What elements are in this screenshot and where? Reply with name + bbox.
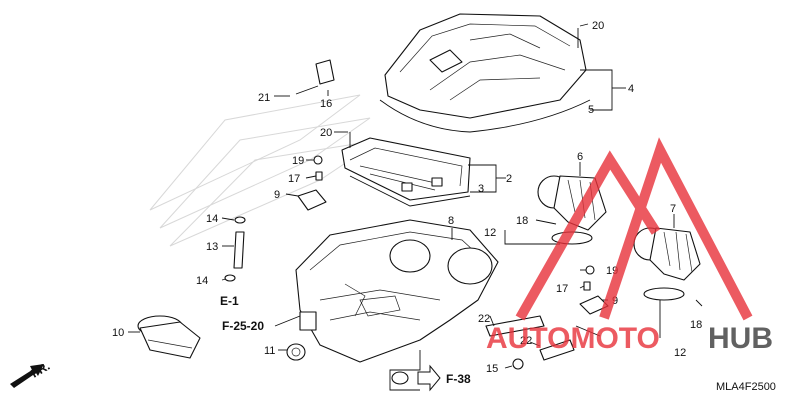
callout-14-upper: 14: [206, 213, 218, 225]
automotohub-watermark: AUTOMOTO HUB: [486, 137, 773, 355]
callout-2: 2: [506, 173, 512, 185]
callout-5: 5: [588, 104, 594, 116]
fr-label: FR.: [29, 359, 53, 381]
bolt-19: [313, 155, 323, 165]
callout-12-upper: 12: [484, 227, 496, 239]
callout-7: 7: [670, 203, 676, 215]
callout-18-upper: 18: [516, 215, 528, 227]
plate-9-left: [297, 189, 327, 211]
grommet-f38: [391, 371, 409, 385]
callout-9-right: 9: [612, 295, 618, 307]
callout-17-left: 17: [288, 173, 300, 185]
callout-18-lower: 18: [690, 319, 702, 331]
callout-13: 13: [206, 241, 218, 253]
callout-16: 16: [320, 98, 332, 110]
callout-20-left: 20: [320, 127, 332, 139]
callout-22-upper: 22: [478, 313, 490, 325]
funnel-duct-7: [633, 227, 701, 281]
watermark-brand-a: AUTOMOTO: [486, 322, 660, 355]
callout-19-left: 19: [292, 155, 304, 167]
wm-triangle-right: [599, 137, 753, 321]
leader-lines: [128, 23, 703, 391]
callout-22-lower: 22: [520, 335, 532, 347]
callout-10: 10: [112, 327, 124, 339]
watermark-logo-icon: [515, 137, 753, 321]
fastener-16: [315, 59, 335, 85]
tube-22b: [539, 339, 575, 361]
ref-f-25-20: F-25-20: [222, 319, 264, 333]
callout-3: 3: [478, 183, 484, 195]
callout-21: 21: [258, 92, 270, 104]
callout-11: 11: [264, 345, 275, 357]
air-cleaner-housing: [295, 219, 499, 363]
callout-6: 6: [577, 151, 583, 163]
callout-8: 8: [448, 215, 454, 227]
collar-17: [315, 171, 323, 181]
f38-arrow-icon: [417, 364, 441, 392]
tube-22a: [485, 315, 545, 337]
front-direction-arrow: FR.: [10, 359, 52, 388]
bolt-19b: [585, 265, 595, 275]
grommet-11: [286, 343, 306, 361]
callout-14-lower: 14: [196, 275, 208, 287]
air-filter-element: [341, 137, 471, 207]
drain-tube-13: [224, 216, 246, 282]
clamp-12-lower: [643, 287, 685, 301]
callout-17-right: 17: [556, 283, 568, 295]
intake-boot-10: [137, 315, 201, 359]
callout-9-left: 9: [274, 189, 280, 201]
background-wing-logo: [149, 94, 381, 247]
callout-12-lower: 12: [674, 347, 686, 359]
callout-20-top: 20: [592, 20, 604, 32]
clip-15: [512, 358, 524, 370]
watermark-brand-b: HUB: [708, 322, 773, 355]
callout-labels: 2 3 4 5 6 7 8 9 9 10 11 12 12 13 14 14 1…: [112, 20, 702, 375]
air-cleaner-cover: [379, 13, 591, 133]
callout-15: 15: [486, 363, 498, 375]
ref-f-38: F-38: [446, 372, 471, 386]
collar-17b: [583, 281, 591, 291]
diagram-code: MLA4F2500: [716, 381, 776, 393]
callout-4: 4: [628, 83, 634, 95]
ref-e1: E-1: [220, 294, 239, 308]
